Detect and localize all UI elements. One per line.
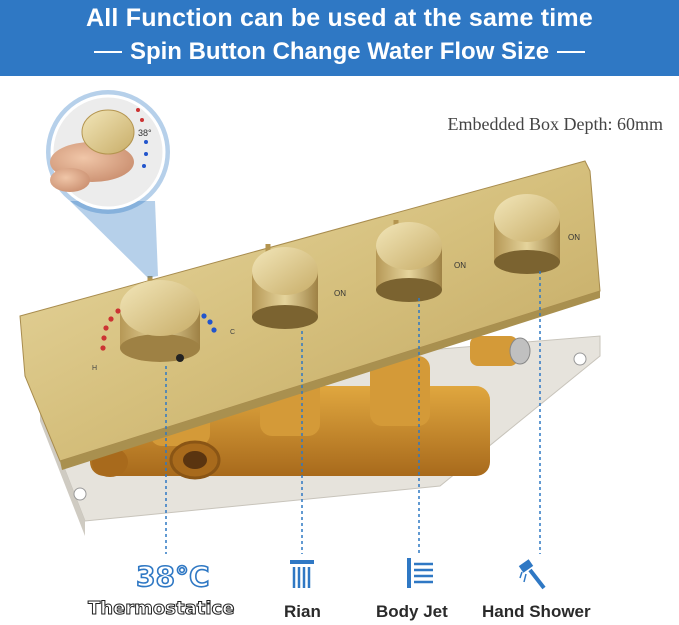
on-mark-3: ON (454, 261, 466, 270)
banner-subtitle: Spin Button Change Water Flow Size (129, 38, 550, 65)
thermostat-temperature: 38°C (135, 559, 210, 594)
hand-shower-icon (518, 559, 546, 590)
rain-shower-knob[interactable] (252, 244, 318, 329)
banner-subtitle-row: Spin Button Change Water Flow Size (0, 38, 679, 66)
temperature-dots-cold (201, 313, 217, 333)
body-jet-icon (407, 558, 433, 588)
cold-mark: C (230, 329, 235, 336)
shower-valve-illustration: H C ON ON ON 38° (19, 90, 601, 554)
zoom-temp-mark: 38° (138, 128, 152, 138)
top-banner: All Function can be used at the same tim… (0, 0, 679, 76)
on-mark-4: ON (568, 233, 580, 242)
temperature-dots-hot (100, 308, 121, 351)
embedded-depth-label: Embedded Box Depth: 60mm (447, 114, 663, 134)
hand-shower-label: Hand Shower (482, 602, 591, 621)
thermostatice-label: Thermostatice (87, 598, 235, 620)
banner-dash-right (557, 51, 586, 53)
function-labels: 38°C Thermostatice Rian Body Jet Hand Sh… (0, 556, 679, 625)
banner-dash-left (93, 51, 122, 53)
thermostat-zoom-callout: 38° (46, 90, 170, 278)
rain-label: Rian (284, 602, 321, 621)
thermostat-knob[interactable] (120, 276, 200, 362)
banner-title: All Function can be used at the same tim… (86, 4, 593, 32)
hot-mark: H (92, 365, 97, 372)
rain-shower-icon (290, 560, 314, 588)
leader-lines (165, 271, 541, 554)
body-jet-label: Body Jet (376, 602, 448, 621)
on-mark-2: ON (334, 289, 346, 298)
hand-shower-knob[interactable] (494, 194, 560, 274)
body-jet-knob[interactable] (376, 220, 442, 302)
